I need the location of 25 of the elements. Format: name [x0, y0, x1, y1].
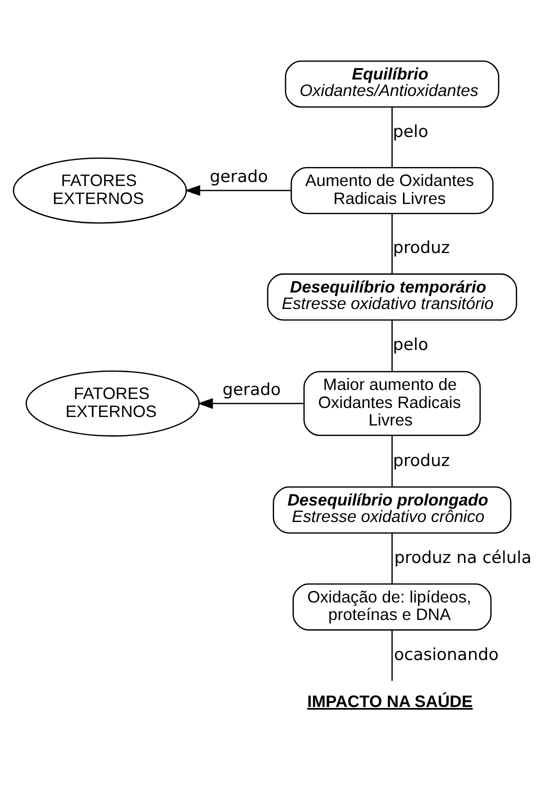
- edge-label: produz na célula: [394, 547, 532, 566]
- connector: [391, 213, 393, 274]
- edge-label: ocasionando: [394, 644, 499, 664]
- arrow: [184, 184, 292, 196]
- node-box: Maior aumento de Oxidantes Radicais Livres: [303, 370, 481, 436]
- edge-label: gerado: [222, 380, 281, 399]
- edge-label: pelo: [392, 121, 428, 140]
- node-box: Equilíbrio Oxidantes/Antioxidantes: [284, 60, 500, 108]
- edge-label: gerado: [210, 166, 268, 186]
- node-ellipse: FATORES EXTERNOS: [12, 156, 187, 224]
- edge-label: pelo: [392, 334, 428, 354]
- edge-label: produz: [393, 450, 450, 470]
- node-box: Aumento de Oxidantes Radicais Livres: [290, 166, 494, 214]
- connector: [391, 320, 393, 372]
- connector: [391, 532, 393, 584]
- node-box: Desequilíbrio temporário Estresse oxidativo transitório: [267, 272, 518, 320]
- node-box: Desequilíbrio prolongado Estresse oxidativo crônico: [272, 486, 512, 534]
- node-ellipse: FATORES EXTERNOS: [26, 370, 200, 436]
- connector: [391, 435, 393, 486]
- edge-label: produz: [393, 237, 450, 256]
- arrow: [198, 398, 304, 408]
- node-box: Oxidação de: lipídeos, proteínas e DNA: [292, 582, 492, 630]
- connector: [391, 630, 393, 680]
- connector: [391, 106, 393, 167]
- node-text: IMPACTO NA SAÚDE: [307, 691, 473, 710]
